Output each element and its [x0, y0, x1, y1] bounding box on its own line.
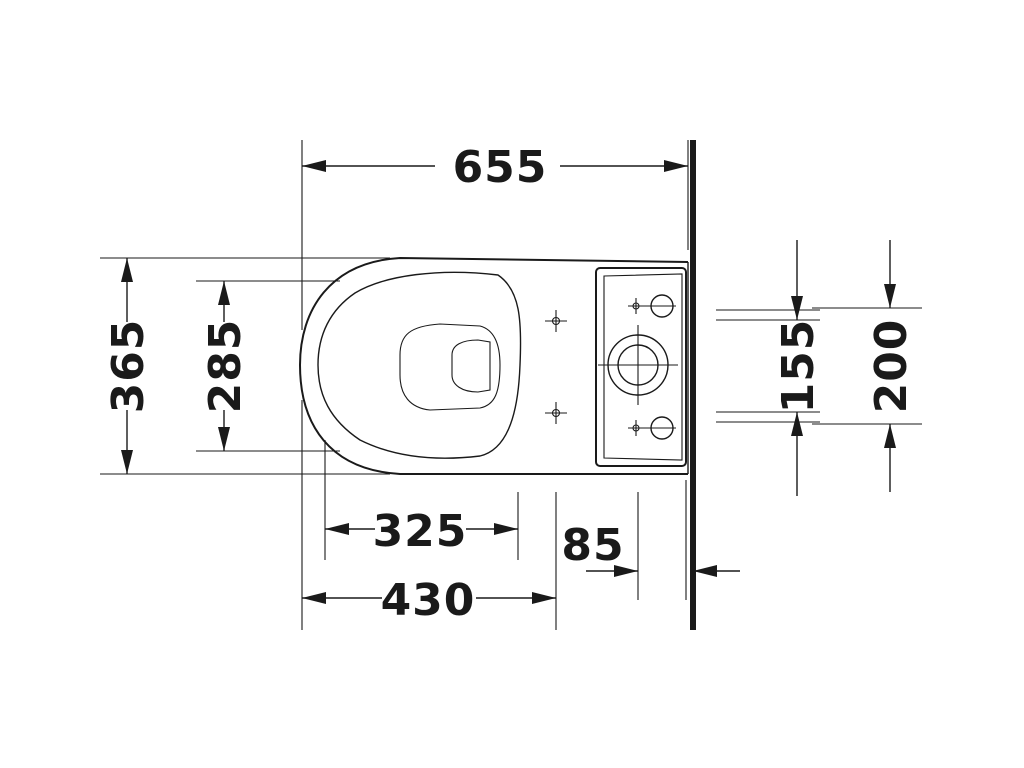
dim-285-label: 285 [200, 319, 251, 414]
dim-fixing-hole-spacing: 155 [716, 240, 824, 496]
dim-front-to-outlet: 430 [301, 400, 556, 630]
dim-outer-hole-spacing: 200 [812, 240, 922, 492]
toilet-outline [298, 256, 689, 475]
dim-outlet-to-wall: 85 [555, 480, 740, 630]
dim-655-label: 655 [453, 142, 548, 193]
hinge-mark-lower [545, 402, 567, 424]
dim-overall-width: 365 [100, 257, 390, 475]
dim-200-label: 200 [866, 319, 917, 414]
dim-seat-width: 285 [196, 280, 340, 452]
dim-365-label: 365 [103, 319, 154, 414]
dim-bowl-to-fixing: 325 [324, 440, 519, 560]
dim-85-label: 85 [561, 520, 624, 571]
dim-155-label: 155 [773, 319, 824, 414]
hinge-mark-upper [545, 310, 567, 332]
dim-325-label: 325 [373, 506, 468, 557]
dim-430-label: 430 [381, 575, 476, 626]
dim-overall-depth: 655 [301, 140, 689, 330]
